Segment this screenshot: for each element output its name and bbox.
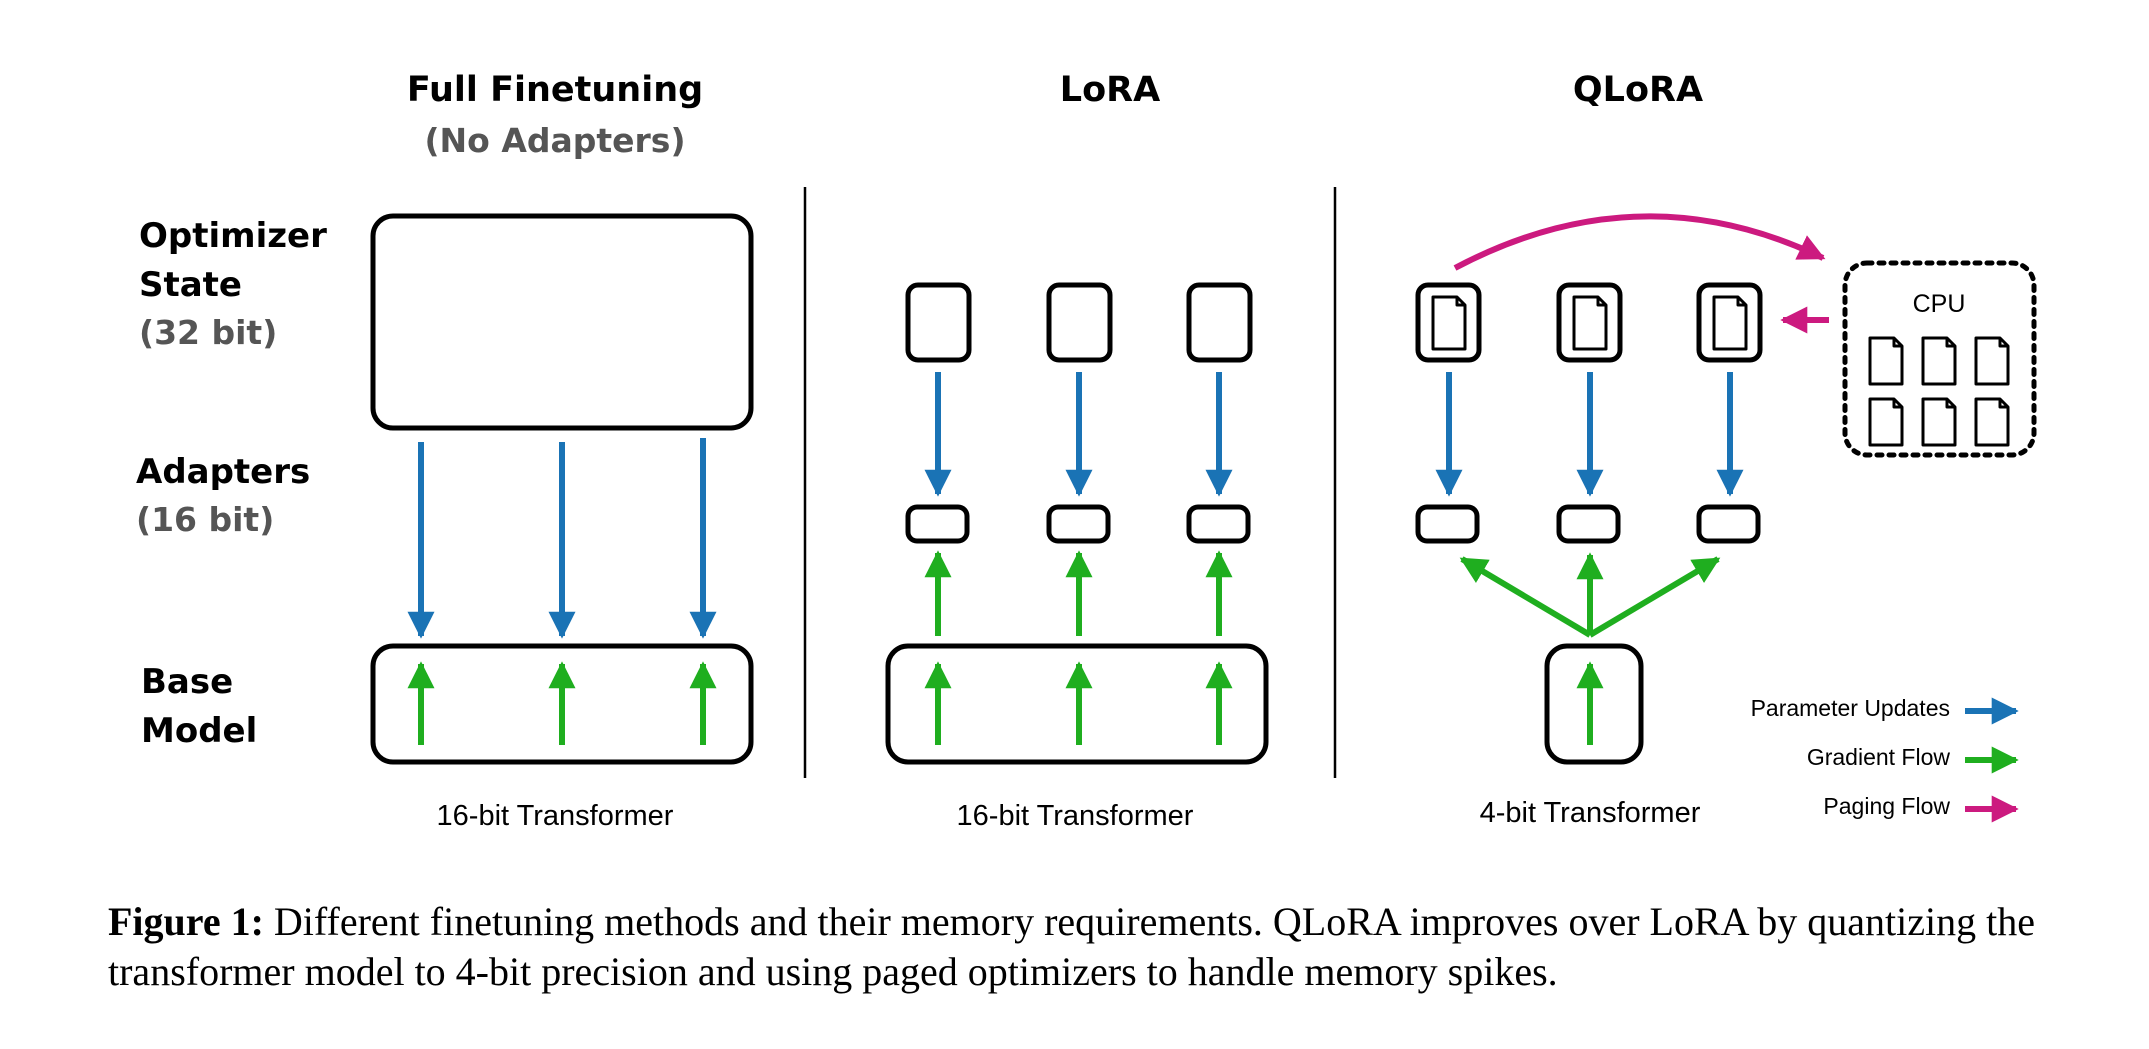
full-finetuning-panel: 16-bit Transformer: [370, 213, 754, 832]
lora-caption: 16-bit Transformer: [957, 800, 1194, 832]
cpu-page-icon: [1921, 397, 1957, 447]
row-label-adapters-bits: (16 bit): [136, 500, 274, 539]
adapter-box: [1415, 504, 1480, 544]
cpu-page-icon: [1974, 336, 2010, 386]
figure-label: Figure 1:: [108, 899, 264, 944]
row-label-optimizer-line2: State: [139, 265, 242, 305]
paging-flow-arrow: [1453, 213, 1826, 271]
full-finetuning-title: Full Finetuning: [407, 70, 703, 110]
optimizer-state-box: [905, 282, 972, 363]
row-label-optimizer-bits: (32 bit): [139, 313, 277, 352]
cpu-page-icon: [1868, 336, 1904, 386]
adapter-box: [905, 504, 970, 544]
finetuning-diagram: Full Finetuning (No Adapters) LoRA QLoRA…: [136, 70, 2037, 832]
gradient-flow-arrow: [1459, 556, 1592, 638]
row-label-optimizer-line1: Optimizer: [139, 216, 327, 256]
row-label-base-line2: Model: [141, 711, 257, 751]
legend-label-parameter-updates: Parameter Updates: [1751, 695, 1950, 721]
lora-panel: 16-bit Transformer: [885, 282, 1269, 832]
full-finetuning-caption: 16-bit Transformer: [437, 800, 674, 832]
legend-label-gradient-flow: Gradient Flow: [1807, 744, 1951, 770]
document-icon: [1572, 295, 1608, 351]
row-label-adapters: Adapters: [136, 452, 310, 492]
row-label-base-line1: Base: [141, 662, 233, 702]
qlora-panel: CPU 4-bit Transformer: [1415, 213, 2037, 829]
gradient-flow-arrow: [1588, 556, 1721, 638]
cpu-page-icon: [1974, 397, 2010, 447]
optimizer-state-box: [1186, 282, 1253, 363]
adapter-box: [1186, 504, 1251, 544]
full-finetuning-subtitle: (No Adapters): [424, 121, 685, 160]
qlora-title: QLoRA: [1573, 70, 1703, 110]
lora-title: LoRA: [1060, 70, 1160, 110]
optimizer-state-box: [370, 213, 754, 431]
qlora-caption: 4-bit Transformer: [1480, 797, 1701, 829]
adapter-box: [1556, 504, 1621, 544]
cpu-label: CPU: [1913, 290, 1966, 318]
adapter-box: [1696, 504, 1761, 544]
legend-label-paging-flow: Paging Flow: [1823, 793, 1950, 819]
legend: Parameter Updates Gradient Flow Paging F…: [1751, 695, 2019, 823]
figure-caption-text: Different finetuning methods and their m…: [108, 899, 2036, 994]
cpu-page-icon: [1921, 336, 1957, 386]
base-model-box: [1544, 643, 1644, 765]
document-icon: [1712, 295, 1748, 351]
document-icon: [1431, 295, 1467, 351]
optimizer-state-box: [1046, 282, 1113, 363]
adapter-box: [1046, 504, 1111, 544]
cpu-page-icon: [1868, 397, 1904, 447]
figure-caption: Figure 1: Different finetuning methods a…: [108, 897, 2058, 997]
